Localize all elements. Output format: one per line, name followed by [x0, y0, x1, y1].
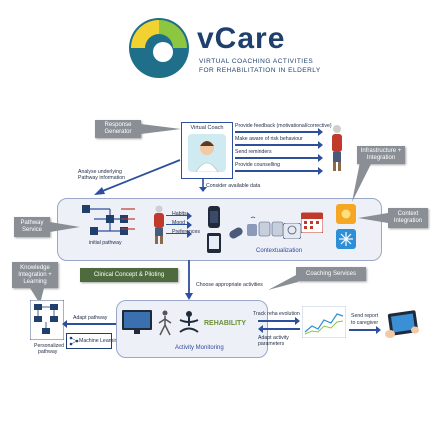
callout-coaching-pointer — [268, 274, 298, 290]
meditation-icon — [179, 311, 199, 333]
callout-pathway-service-text: Pathway Service — [20, 220, 44, 233]
adapt-activity-label-2: parameters — [258, 341, 285, 347]
callout-pathway-service: Pathway Service — [14, 217, 50, 237]
arrow-mood — [166, 221, 192, 229]
virtual-coach-title: Virtual Coach — [190, 125, 224, 131]
send-report-label-1: Send report — [351, 313, 379, 319]
pills-icon — [229, 227, 243, 239]
coach-action-reminders: Send reminders — [235, 149, 272, 155]
patient-figure-icon — [154, 205, 164, 244]
choose-activities-label: Choose appropriate activities — [196, 282, 263, 288]
calendar-icon — [301, 212, 323, 233]
arrow-counselling — [235, 167, 323, 175]
arrow-send-report — [349, 326, 381, 334]
personalized-pathway-icon — [30, 300, 64, 340]
arrow-choose-down — [185, 260, 193, 300]
tv-icon — [122, 310, 152, 334]
habits-label: Habits — [172, 211, 187, 217]
coach-action-counselling: Provide counselling — [235, 162, 280, 168]
walking-icon — [158, 310, 172, 336]
callout-response-generator-text: Response Generator — [104, 122, 132, 135]
track-reha-label: Track reha evolution — [253, 311, 300, 317]
smartphone-icon — [207, 233, 221, 253]
analyse-label-2: Pathway information — [78, 175, 125, 181]
personalized-label-1: Personalized — [34, 343, 64, 349]
callout-response-generator: Response Generator — [95, 120, 141, 138]
smartwatch-icon — [208, 206, 220, 228]
callout-infrastructure: Infrastructure + Integration — [357, 146, 405, 164]
adapt-activity-label-1: Adapt activity — [258, 335, 289, 341]
arrow-habits — [166, 212, 192, 220]
logo-tagline-1: VIRTUAL COACHING ACTIVITIES — [199, 58, 314, 65]
coach-avatar-icon — [188, 134, 226, 172]
coach-action-feedback: Provide feedback (motivational/correctiv… — [235, 123, 332, 129]
evolution-chart-icon — [302, 306, 346, 338]
callout-infrastructure-text: Infrastructure + Integration — [360, 148, 402, 161]
logo-name: vCare — [197, 22, 286, 55]
mood-label: Mood — [172, 220, 185, 226]
arrow-preferences — [166, 230, 192, 238]
callout-knowledge: Knowledge Integration + Learning — [12, 262, 58, 288]
arrow-risk — [235, 141, 323, 149]
callout-infrastructure-pointer — [352, 162, 372, 202]
analyse-label-1: Analyse underlying — [78, 169, 122, 175]
vcare-logo: vCare VIRTUAL COACHING ACTIVITIES FOR RE… — [127, 14, 327, 86]
arrow-reminders — [235, 154, 323, 162]
red-markers-icon — [121, 208, 135, 230]
callout-context-integration: Context Integration — [388, 208, 428, 228]
activity-monitoring-label: Activity Monitoring — [175, 345, 224, 351]
callout-coaching-services: Coaching Services — [296, 267, 366, 281]
sun-icon — [336, 204, 356, 224]
machine-learning-box: Machine Learning — [66, 333, 120, 349]
callout-context-pointer — [358, 213, 388, 223]
callout-coaching-services-text: Coaching Services — [305, 270, 357, 277]
send-report-label-2: to caregiver — [351, 320, 379, 326]
callout-clinical-concept: Clinical Concept & Piloting — [80, 268, 178, 282]
virtual-coach-box: Virtual Coach — [181, 122, 233, 179]
arrow-consider-down — [199, 178, 207, 192]
arrow-analyse — [94, 159, 181, 195]
machine-learning-label: Machine Learning — [79, 338, 121, 344]
rehability-label: REHABILITY — [204, 320, 246, 327]
consider-data-label: Consider available data — [206, 183, 261, 189]
logo-tagline-2: FOR REHABILITATION IN ELDERLY — [199, 67, 321, 74]
scale-icon — [283, 223, 301, 239]
elderly-woman-icon — [332, 125, 342, 171]
callout-pathway-pointer — [50, 222, 80, 232]
network-icon — [69, 336, 79, 346]
arrow-adapt-pathway — [62, 320, 116, 328]
snowflake-icon — [336, 229, 356, 249]
arrow-feedback — [235, 128, 323, 136]
adapt-pathway-label: Adapt pathway — [73, 315, 108, 321]
initial-pathway-label: initial pathway — [89, 240, 122, 246]
callout-context-integration-text: Context Integration — [393, 211, 423, 224]
arrow-track-reha — [258, 317, 300, 325]
tablet-hands-icon — [385, 310, 419, 338]
preferences-label: Preferences — [172, 229, 200, 235]
coach-action-risk: Make aware of risk behaviour — [235, 136, 303, 142]
sensors-icon — [247, 216, 283, 237]
arrow-adapt-activity — [258, 325, 300, 333]
callout-response-pointer — [141, 124, 181, 134]
callout-knowledge-text: Knowledge Integration + Learning — [18, 264, 52, 285]
logo-mark-icon — [129, 18, 189, 78]
personalized-label-2: pathway — [38, 349, 58, 355]
contextualization-label: Contextualization — [256, 248, 303, 254]
callout-clinical-concept-text: Clinical Concept & Piloting — [93, 271, 165, 278]
